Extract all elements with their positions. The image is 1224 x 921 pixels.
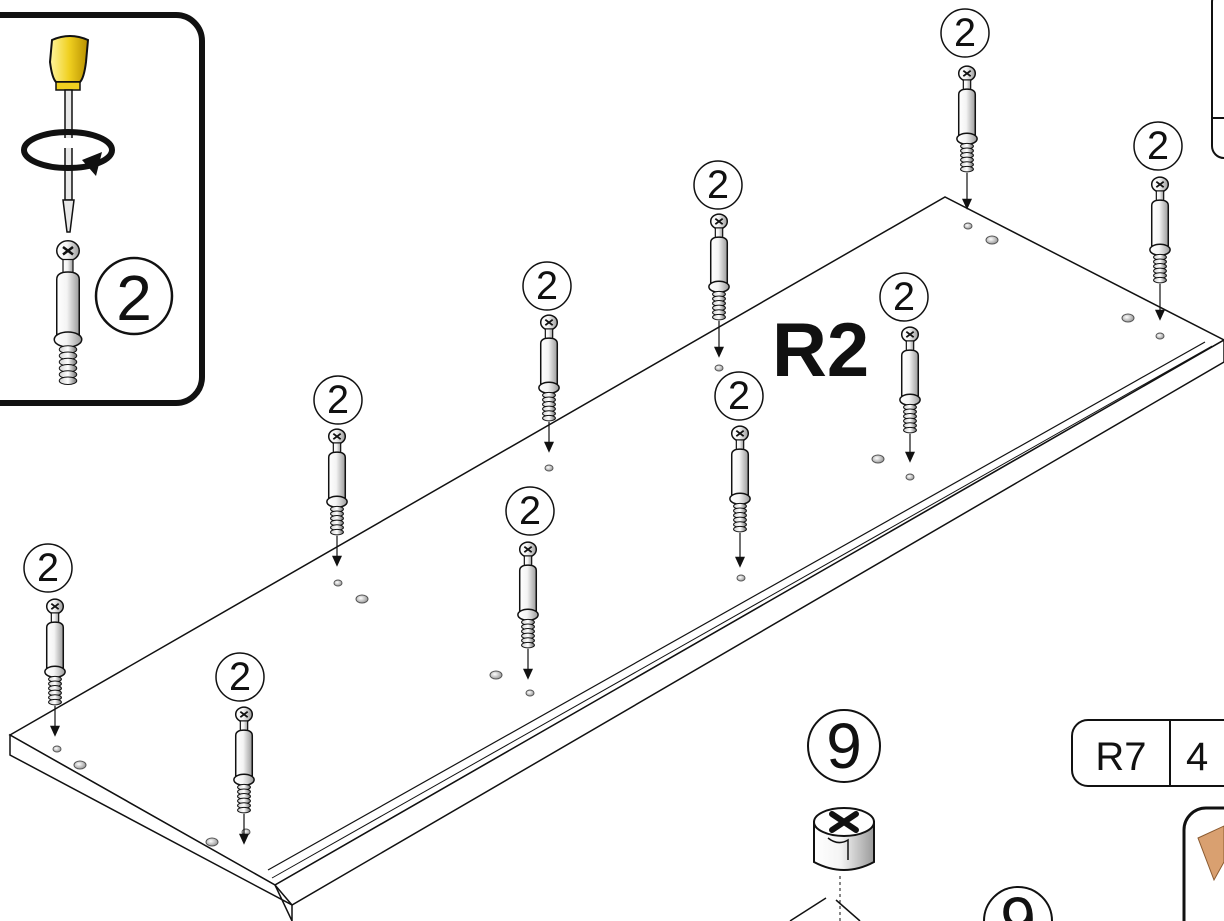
bolt-quantity-badge: 2: [940, 8, 990, 58]
arrow-down-icon: [523, 668, 533, 680]
hole: [985, 235, 999, 245]
part-tag-name: R7: [1095, 735, 1146, 779]
inset-quantity-badge: 2: [94, 256, 174, 336]
cam-quantity-badge-2: [983, 886, 1053, 921]
cam-quantity-text: 9: [826, 710, 862, 782]
hole: [714, 364, 724, 372]
bolt-quantity-text: 2: [37, 546, 59, 590]
rotate-arrow-icon: [21, 129, 115, 176]
hole: [1121, 313, 1135, 323]
hole: [963, 222, 973, 230]
cam-bolt-icon: [53, 240, 83, 385]
hole: [905, 473, 915, 481]
cam-quantity-badge: [807, 709, 881, 783]
bolt-quantity-text: 2: [327, 378, 349, 422]
cam-bolt-icon: [1149, 176, 1171, 321]
cam-bolt-icon: [956, 65, 978, 210]
bolt-quantity-text: 2: [536, 264, 558, 308]
bolt-quantity-badge: 2: [313, 375, 363, 425]
hole: [1155, 332, 1165, 340]
bolt-quantity-badge: 2: [1133, 121, 1183, 171]
cam-bolt-icon: [729, 425, 751, 568]
panel-front-edge: [9, 733, 293, 921]
bolt-quantity-badge: 2: [505, 486, 555, 536]
bolt-quantity-text: 2: [954, 11, 976, 55]
bolt-quantity-badge: 2: [879, 272, 929, 322]
arrow-down-icon: [544, 441, 554, 453]
cam-bolt-icon: [233, 706, 255, 845]
bolt-quantity-text: 2: [893, 275, 915, 319]
hole: [52, 745, 62, 753]
cam-quantity-text-2: 9: [1000, 884, 1036, 921]
hole: [525, 689, 535, 697]
cam-bolt-icon: [44, 598, 66, 737]
bolt-quantity-text: 2: [519, 489, 541, 533]
part-tag-count: 4: [1186, 735, 1208, 779]
part-tag: R7 4: [1071, 719, 1224, 787]
inset-quantity-text: 2: [116, 262, 152, 334]
hole: [544, 464, 554, 472]
top-right-box: [1211, 0, 1224, 159]
cam-lock-icon: [813, 807, 875, 921]
hole: [489, 670, 503, 680]
panel-groove: [267, 341, 1206, 871]
hole: [73, 760, 87, 770]
hole: [871, 454, 885, 464]
inset-screwdriver-box: 2: [0, 12, 205, 406]
bolt-quantity-badge: 2: [714, 371, 764, 421]
bolt-quantity-badges: 2 2 2 2 2 2 2 2 2 2: [23, 8, 1183, 702]
arrow-down-icon: [332, 555, 342, 567]
cam-bolts: [44, 65, 1171, 845]
cam-bolt-icon: [538, 314, 560, 453]
hole: [333, 579, 343, 587]
arrow-down-icon: [735, 556, 745, 568]
arrow-down-icon: [714, 346, 724, 358]
bolt-quantity-badge: 2: [522, 261, 572, 311]
bolt-quantity-text: 2: [229, 655, 251, 699]
panel-holes: [52, 222, 1165, 847]
hole: [355, 594, 369, 604]
cam-bolt-icon: [326, 428, 348, 567]
bolt-quantity-badge: 2: [693, 160, 743, 210]
arrow-down-icon: [962, 198, 972, 210]
bolt-quantity-text: 2: [707, 163, 729, 207]
hole: [205, 837, 219, 847]
hole: [736, 574, 746, 582]
arrow-down-icon: [1155, 309, 1165, 321]
cam-lock-group: 9 9: [789, 709, 1053, 921]
cam-lock-box: [1182, 806, 1224, 921]
bolt-quantity-text: 2: [728, 374, 750, 418]
arrow-down-icon: [50, 725, 60, 737]
bolt-quantity-text: 2: [1147, 124, 1169, 168]
inset-frame: [0, 12, 205, 406]
panel-label: R2: [772, 308, 869, 393]
cam-lock-tab-icon: [1197, 825, 1224, 882]
cam-bolt-icon: [517, 541, 539, 680]
panel-r2: [8, 196, 1224, 921]
panel-groove-2: [271, 345, 1213, 879]
cam-bolt-icon: [53, 240, 83, 385]
arrow-down-icon: [905, 451, 915, 463]
arrow-down-icon: [239, 833, 249, 845]
panel-side-edge: [273, 339, 1224, 906]
bolt-quantity-badge: 2: [23, 543, 73, 593]
cam-bolt-icon: [899, 326, 921, 463]
bolt-quantity-badge: 2: [215, 652, 265, 702]
cam-bolt-icon: [708, 213, 730, 358]
